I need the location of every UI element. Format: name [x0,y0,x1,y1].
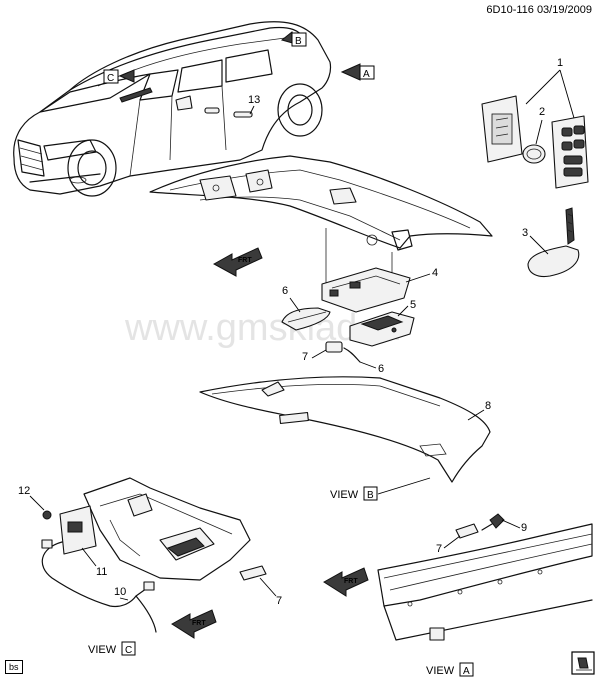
seat-position-icon [571,651,595,675]
callout-7-upper: 7 [302,351,308,363]
callout-8: 8 [485,400,491,412]
key-fob-assembly [481,95,589,278]
front-arrow-view-c-label: FRT [192,620,206,627]
callout-12: 12 [18,485,30,497]
callout-13: 13 [248,94,260,106]
front-arrow-roof-label: FRT [238,257,252,264]
callout-3: 3 [522,227,528,239]
part-7-lamp-upper [325,341,361,363]
marker-b-letter: B [295,36,302,47]
part-5-console-module [349,311,415,347]
view-marker-a: A [340,63,375,81]
callout-9: 9 [521,522,527,534]
callout-6-upper: 6 [282,285,288,297]
view-a-label: VIEW A [426,662,474,677]
view-b-letter: B [367,490,374,501]
callout-6-lower: 6 [378,363,384,375]
callout-2: 2 [539,106,545,118]
part-8-headliner [199,376,491,483]
view-a-letter: A [463,666,470,677]
view-b-word: VIEW [330,489,359,501]
view-c-label: VIEW C [88,641,136,656]
callout-10: 10 [114,586,126,598]
view-c-letter: C [125,645,132,656]
corner-code-badge: bs [5,660,23,674]
view-c-assembly [41,477,267,633]
view-a-assembly [377,513,593,641]
front-arrow-roof: FRT [212,247,263,277]
front-arrow-view-a: FRT [323,567,369,597]
part-4-console-bracket [321,267,411,313]
callout-4: 4 [432,267,438,279]
callout-7-lower-right: 7 [436,543,442,555]
callout-5: 5 [410,299,416,311]
marker-c-letter: C [107,73,114,84]
marker-a-letter: A [363,69,370,80]
front-arrow-view-a-label: FRT [344,578,358,585]
callout-1: 1 [557,57,563,69]
callout-7-lower-left: 7 [276,595,282,607]
view-marker-b: B [280,31,307,47]
view-b-label: VIEW B [330,486,378,501]
roof-frame-section [149,155,493,251]
callout-11: 11 [96,566,107,578]
view-marker-c: C [103,69,135,84]
part-6-bezel [281,307,331,331]
view-a-word: VIEW [426,665,455,677]
view-c-word: VIEW [88,644,117,656]
document-reference: 6D10-116 03/19/2009 [486,4,592,16]
front-arrow-view-c: FRT [171,609,217,639]
vehicle-illustration [13,21,332,197]
